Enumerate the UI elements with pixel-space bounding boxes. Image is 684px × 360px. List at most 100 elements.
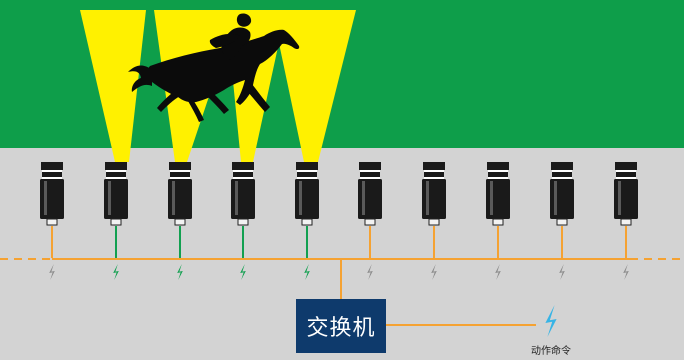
sensor-band (360, 177, 380, 179)
sensor-neck (552, 172, 572, 177)
sensor-band (616, 177, 636, 179)
sensor-band (488, 170, 508, 172)
lightning-bolt-icon (367, 264, 373, 280)
sensor-2 (104, 162, 128, 280)
sensor-band (42, 177, 62, 179)
sensor-cap (359, 162, 381, 170)
sensor-cap (423, 162, 445, 170)
silhouette-part-5 (157, 90, 180, 112)
sensor-neck (360, 172, 380, 177)
lightning-bolt-icon (113, 264, 119, 280)
sensor-neck (297, 172, 317, 177)
sensor-highlight (618, 181, 621, 215)
sensor-band (106, 177, 126, 179)
sensor-cap (487, 162, 509, 170)
sensor-band (170, 170, 190, 172)
silhouette-part-3 (248, 84, 270, 112)
light-beam-4 (272, 10, 356, 162)
sensor-connector (46, 218, 58, 226)
lightning-bolt-icon (240, 264, 246, 280)
sensor-highlight (554, 181, 557, 215)
lightning-bolt-icon (304, 264, 310, 280)
lightning-bolt-icon (431, 264, 437, 280)
sensor-highlight (490, 181, 493, 215)
sensor-cap (169, 162, 191, 170)
sensor-8 (486, 162, 510, 280)
sensor-band (297, 170, 317, 172)
sensor-band (424, 177, 444, 179)
sensor-highlight (426, 181, 429, 215)
sensor-body (104, 179, 128, 219)
sensor-body (486, 179, 510, 219)
sensor-7 (422, 162, 446, 280)
sensor-highlight (299, 181, 302, 215)
silhouette-part-2 (128, 65, 152, 92)
sensor-body (614, 179, 638, 219)
sensor-connector (110, 218, 122, 226)
sensor-body (231, 179, 255, 219)
sensor-band (170, 177, 190, 179)
sensor-band (488, 177, 508, 179)
silhouette-part-6 (188, 98, 204, 122)
sensor-band (360, 170, 380, 172)
sensor-neck (42, 172, 62, 177)
sensor-highlight (44, 181, 47, 215)
sensor-connector (556, 218, 568, 226)
silhouette-part-4 (207, 92, 229, 114)
sensor-neck (170, 172, 190, 177)
sensor-9 (550, 162, 574, 280)
racehorse-jockey-icon (128, 13, 300, 122)
lightning-bolt-icon (177, 264, 183, 280)
sensor-cap (232, 162, 254, 170)
sensor-cap (551, 162, 573, 170)
sensor-connector (301, 218, 313, 226)
sensor-highlight (362, 181, 365, 215)
sensor-connector (237, 218, 249, 226)
silhouette-part-9 (209, 33, 240, 48)
silhouette-part-1 (147, 29, 300, 106)
action-command-label: 动作命令 (531, 346, 571, 357)
sensor-band (552, 177, 572, 179)
sensor-cap (296, 162, 318, 170)
sensor-band (233, 170, 253, 172)
sensor-6 (358, 162, 382, 280)
command-lightning-bolt-icon (545, 305, 557, 337)
sensor-body (168, 179, 192, 219)
light-beam-1 (80, 10, 146, 162)
sensor-body (295, 179, 319, 219)
sensor-cap (615, 162, 637, 170)
lightning-bolt-icon (495, 264, 501, 280)
sensor-band (233, 177, 253, 179)
sensor-connector (364, 218, 376, 226)
sensor-highlight (172, 181, 175, 215)
sensor-connector (174, 218, 186, 226)
sensor-connector (428, 218, 440, 226)
sensor-cap (41, 162, 63, 170)
sensor-neck (424, 172, 444, 177)
sensor-connector (620, 218, 632, 226)
lightning-bolt-icon (623, 264, 629, 280)
sensor-band (552, 170, 572, 172)
sensor-highlight (235, 181, 238, 215)
sensor-neck (488, 172, 508, 177)
lightning-bolt-icon (559, 264, 565, 280)
sensor-band (106, 170, 126, 172)
sensor-10 (614, 162, 638, 280)
sensor-neck (106, 172, 126, 177)
network-switch: 交换机 (296, 299, 386, 353)
sensor-4 (231, 162, 255, 280)
sensor-highlight (108, 181, 111, 215)
sensor-cap (105, 162, 127, 170)
sensor-body (358, 179, 382, 219)
sensor-connector (492, 218, 504, 226)
sensor-neck (616, 172, 636, 177)
sensor-neck (233, 172, 253, 177)
sensor-band (424, 170, 444, 172)
sensor-band (297, 177, 317, 179)
lightning-bolt-icon (49, 264, 55, 280)
sensor-body (422, 179, 446, 219)
silhouette-part-8 (236, 13, 252, 27)
sensor-5 (295, 162, 319, 280)
